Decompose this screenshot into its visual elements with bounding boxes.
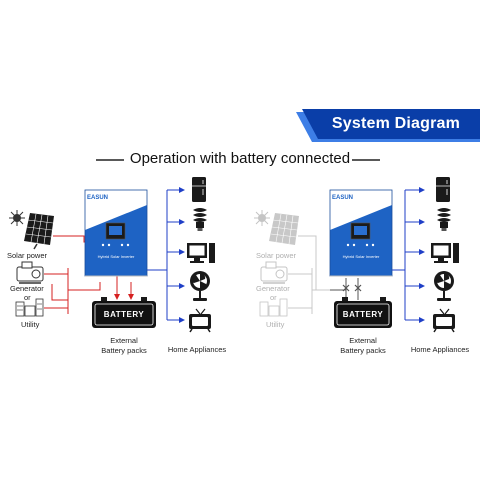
input-wires — [44, 235, 134, 314]
fan-icon — [190, 271, 210, 301]
input-wires-inactive — [288, 235, 330, 314]
fridge-icon — [436, 177, 450, 202]
generator-label: Generator — [10, 284, 44, 293]
inverter-brand: EASUN — [332, 195, 354, 201]
fan-icon — [434, 271, 454, 301]
utility-label: Utility — [266, 320, 285, 329]
diagram-subtitle: Operation with battery connected — [129, 150, 351, 167]
inverter-unit — [84, 189, 148, 277]
solar-power-label: Solar power — [256, 251, 297, 260]
computer-icon — [187, 243, 215, 263]
battery-caption-line1: External — [110, 336, 138, 345]
tv-icon — [189, 308, 211, 333]
battery-icon — [334, 297, 392, 328]
output-wires — [392, 187, 425, 323]
battery-links — [330, 278, 362, 300]
home-appliances-label: Home Appliances — [410, 345, 470, 354]
battery-caption-line2: Battery packs — [101, 346, 147, 355]
utility-label: Utility — [21, 320, 40, 329]
solar-panel-icon — [9, 210, 54, 250]
battery-caption-line2: Battery packs — [340, 346, 386, 355]
inverter-caption: Hybrid Solar Inverter — [97, 254, 135, 259]
inverter-caption: Hybrid Solar Inverter — [342, 254, 380, 259]
battery-caption-line1: External — [349, 336, 377, 345]
solar-panel-icon — [254, 210, 299, 245]
or-label: or — [270, 293, 277, 302]
computer-icon — [431, 243, 459, 263]
bulb-icon — [437, 208, 451, 231]
battery-label: BATTERY — [342, 310, 384, 319]
home-appliances-label: Home Appliances — [167, 345, 227, 354]
battery-label: BATTERY — [103, 310, 145, 319]
page-title: System Diagram — [331, 115, 461, 132]
inverter-unit — [329, 189, 393, 277]
bulb-icon — [193, 208, 207, 231]
output-wires — [147, 187, 185, 323]
fridge-icon — [192, 177, 206, 202]
inverter-brand: EASUN — [87, 195, 109, 201]
solar-power-label: Solar power — [7, 251, 48, 260]
utility-icon — [15, 298, 44, 317]
or-label: or — [24, 293, 31, 302]
generator-icon — [16, 261, 44, 284]
utility-icon — [259, 298, 288, 317]
generator-icon — [260, 261, 288, 284]
tv-icon — [433, 308, 455, 333]
battery-icon — [92, 297, 156, 328]
generator-label: Generator — [256, 284, 290, 293]
